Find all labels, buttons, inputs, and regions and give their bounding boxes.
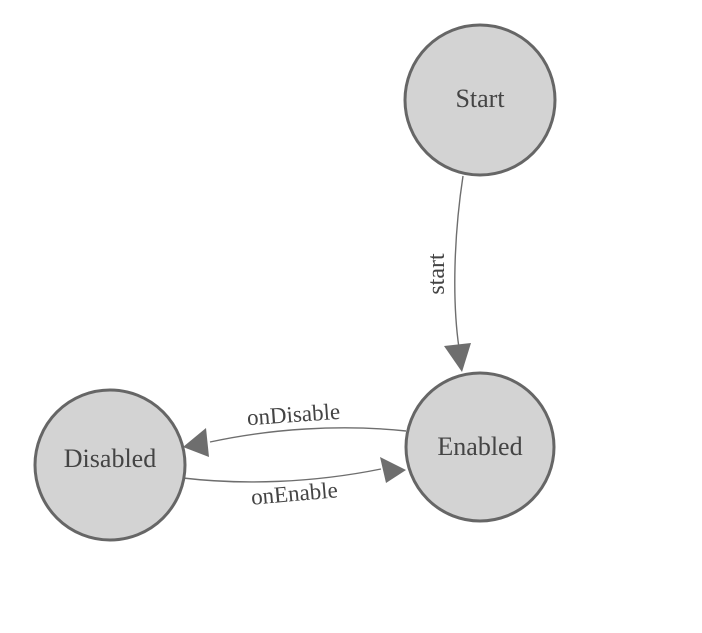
node-circle (33, 388, 187, 542)
node-label-enabled: Enabled (437, 432, 522, 461)
node-label-start: Start (455, 84, 505, 113)
edge-disabled-to-enabled: onEnable (182, 457, 406, 510)
arrowhead-right-icon (380, 457, 406, 483)
state-node-start: Start (403, 23, 557, 177)
edge-line (209, 427, 407, 443)
state-node-enabled: Enabled (404, 371, 556, 523)
edge-line (454, 175, 464, 349)
node-label-disabled: Disabled (64, 444, 156, 473)
edge-line (182, 468, 382, 483)
node-circle (403, 23, 557, 177)
edge-enabled-to-disabled: onDisable (183, 399, 407, 457)
edge-label-ondisable: onDisable (246, 399, 341, 430)
arrowhead-down-icon (444, 343, 471, 372)
node-circle (404, 371, 556, 523)
state-node-disabled: Disabled (33, 388, 187, 542)
edge-start-to-enabled: start (424, 175, 471, 372)
edge-label-start: start (424, 253, 450, 295)
arrowhead-left-icon (183, 428, 209, 457)
